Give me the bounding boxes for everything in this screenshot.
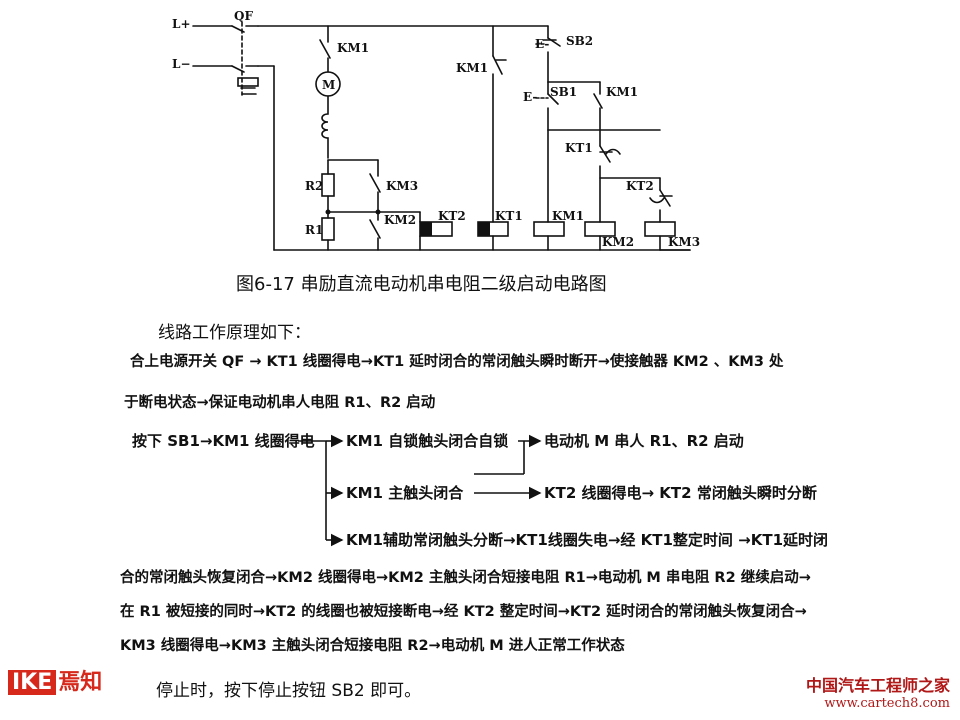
paragraph-1-line-2: 于断电状态→保证电动机串人电阻 R1、R2 启动: [124, 395, 436, 411]
circuit-diagram: L+ L− QF KM1 M R2 R1 KM3 KM2 KT2 KT1 KM1…: [172, 9, 700, 295]
label-km1-hold: KM1: [606, 85, 638, 99]
continuation-line-2: 在 R1 被短接的同时→KT2 的线圈也被短接断电→经 KT2 整定时间→KT2…: [120, 604, 807, 620]
label-coil-km1: KM1: [552, 209, 584, 223]
site-watermark-cn: 中国汽车工程师之家: [805, 676, 950, 695]
stop-instruction: 停止时，按下停止按钮 SB2 即可。: [156, 681, 422, 701]
label-e1: E-: [535, 37, 549, 51]
flow-branch-1: KM1 自锁触头闭合自锁: [346, 432, 509, 450]
continuation-line-1: 合的常闭触头恢复闭合→KM2 线圈得电→KM2 主触头闭合短接电阻 R1→电动机…: [120, 570, 811, 586]
label-kt1: KT1: [495, 209, 523, 223]
label-km1-contact: KM1: [456, 61, 488, 75]
label-km2: KM2: [384, 213, 416, 227]
label-coil-km2: KM2: [602, 235, 634, 249]
label-e2: E-: [523, 90, 537, 104]
label-qf: QF: [234, 9, 253, 23]
brand-logo-ike: IKE: [8, 670, 57, 695]
label-l-plus: L+: [172, 17, 191, 31]
label-kt2-contact: KT2: [626, 179, 654, 193]
flow-branch-2: KM1 主触头闭合: [346, 484, 464, 502]
label-kt1-contact: KT1: [565, 141, 593, 155]
label-l-minus: L−: [172, 57, 191, 71]
label-r1: R1: [305, 223, 323, 237]
flow-start: 按下 SB1→KM1 线圈得电: [132, 432, 315, 450]
continuation-line-3: KM3 线圈得电→KM3 主触头闭合短接电阻 R2→电动机 M 进人正常工作状态: [120, 638, 625, 654]
site-watermark-url: www.cartech8.com: [824, 696, 950, 711]
label-sb2: SB2: [566, 34, 593, 48]
flow-branch-3: KM1辅助常闭触头分断→KT1线圈失电→经 KT1整定时间 →KT1延时闭: [346, 531, 829, 549]
site-watermark: 中国汽车工程师之家 www.cartech8.com: [806, 672, 950, 711]
label-kt2: KT2: [438, 209, 466, 223]
brand-logo-cn: 焉知: [58, 670, 103, 695]
label-motor: M: [322, 78, 335, 92]
figure-caption: 图6-17 串励直流电动机串电阻二级启动电路图: [236, 274, 607, 295]
flow-branch-1-result: 电动机 M 串人 R1、R2 启动: [544, 432, 744, 450]
label-km3: KM3: [386, 179, 418, 193]
label-km1-main: KM1: [337, 41, 369, 55]
heading: 线路工作原理如下：: [158, 323, 311, 343]
label-sb1: SB1: [550, 85, 577, 99]
label-coil-km3: KM3: [668, 235, 700, 249]
flow-branch-2-result: KT2 线圈得电→ KT2 常闭触头瞬时分断: [544, 484, 817, 502]
paragraph-1-line-1: 合上电源开关 QF → KT1 线圈得电→KT1 延时闭合的常闭触头瞬时断开→使…: [130, 354, 784, 370]
label-r2: R2: [305, 179, 323, 193]
